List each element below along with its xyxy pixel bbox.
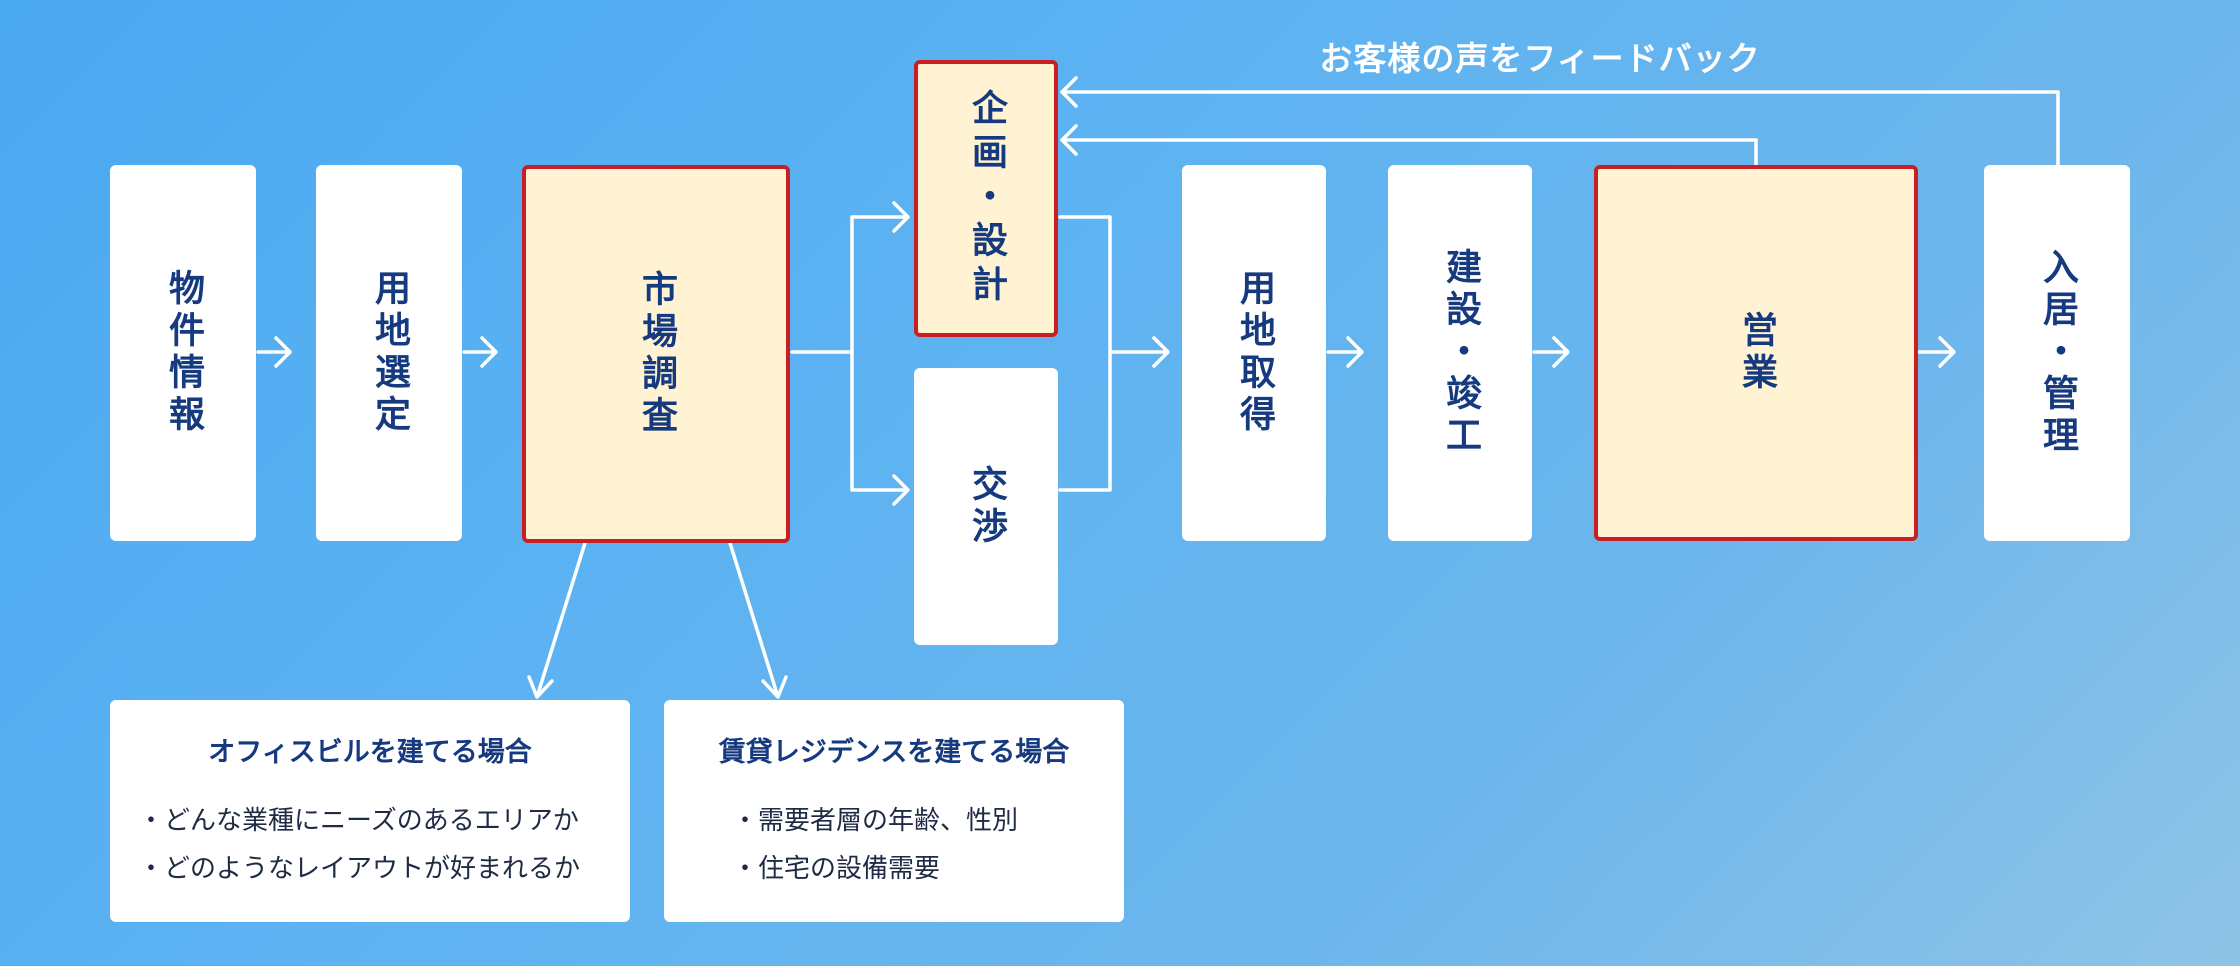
card-rental-residence: 賃貸レジデンスを建てる場合 需要者層の年齢、性別 住宅の設備需要 (664, 700, 1124, 922)
arrow-eigyou-to-nyukyo (1916, 336, 1956, 368)
arrow-chousa-to-koushou (850, 350, 910, 506)
arrow-kikaku-to-shutoku (1058, 215, 1112, 492)
node-label: 建設・竣工 (1440, 248, 1481, 458)
card-title: オフィスビルを建てる場合 (208, 737, 532, 768)
card-title: 賃貸レジデンスを建てる場合 (718, 737, 1070, 768)
node-bukken-joho: 物件情報 (110, 165, 256, 541)
card-list: どんな業種にニーズのあるエリアか どのようなレイアウトが好まれるか (138, 797, 602, 893)
node-label: 物件情報 (163, 269, 204, 437)
node-eigyou: 営業 (1594, 165, 1918, 541)
node-label: 市場調査 (636, 270, 677, 438)
node-label: 企画・設計 (966, 88, 1007, 309)
card-list: 需要者層の年齢、性別 住宅の設備需要 (692, 797, 1096, 893)
list-item: どんな業種にニーズのあるエリアか (138, 797, 602, 845)
arrow-kensetsu-to-eigyou (1532, 336, 1570, 368)
list-item: 住宅の設備需要 (732, 845, 1096, 893)
node-label: 用地取得 (1234, 269, 1275, 437)
arrow-chousa-to-office (527, 541, 587, 699)
list-item: どのようなレイアウトが好まれるか (138, 845, 602, 893)
list-item: 需要者層の年齢、性別 (732, 797, 1096, 845)
node-label: 営業 (1736, 311, 1777, 395)
node-label: 用地選定 (369, 269, 410, 437)
arrow-feedback-eigyou (1060, 124, 1758, 167)
arrow-chousa-to-residential (728, 541, 788, 699)
node-youchi-shutoku: 用地取得 (1182, 165, 1326, 541)
arrow-shutoku-to-kensetsu (1326, 336, 1364, 368)
feedback-label: お客様の声をフィードバック (1319, 39, 1761, 78)
arrow-feedback-nyukyo (1060, 76, 2060, 167)
arrow-sentei-to-chousa (462, 336, 498, 368)
arrow-bukken-to-sentei (256, 336, 292, 368)
node-nyukyo-kanri: 入居・管理 (1984, 165, 2130, 541)
node-koushou: 交渉 (914, 368, 1058, 645)
node-kensetsu-shunkou: 建設・竣工 (1388, 165, 1532, 541)
node-shijou-chousa: 市場調査 (522, 165, 790, 543)
card-office-building: オフィスビルを建てる場合 どんな業種にニーズのあるエリアか どのようなレイアウト… (110, 700, 630, 922)
node-label: 入居・管理 (2037, 248, 2078, 458)
node-youchi-sentei: 用地選定 (316, 165, 462, 541)
node-kikaku-sekkei: 企画・設計 (914, 60, 1058, 337)
node-label: 交渉 (966, 464, 1007, 549)
arrow-chousa-to-kikaku (790, 201, 910, 354)
arrow-koushou-to-shutoku (1108, 336, 1170, 368)
